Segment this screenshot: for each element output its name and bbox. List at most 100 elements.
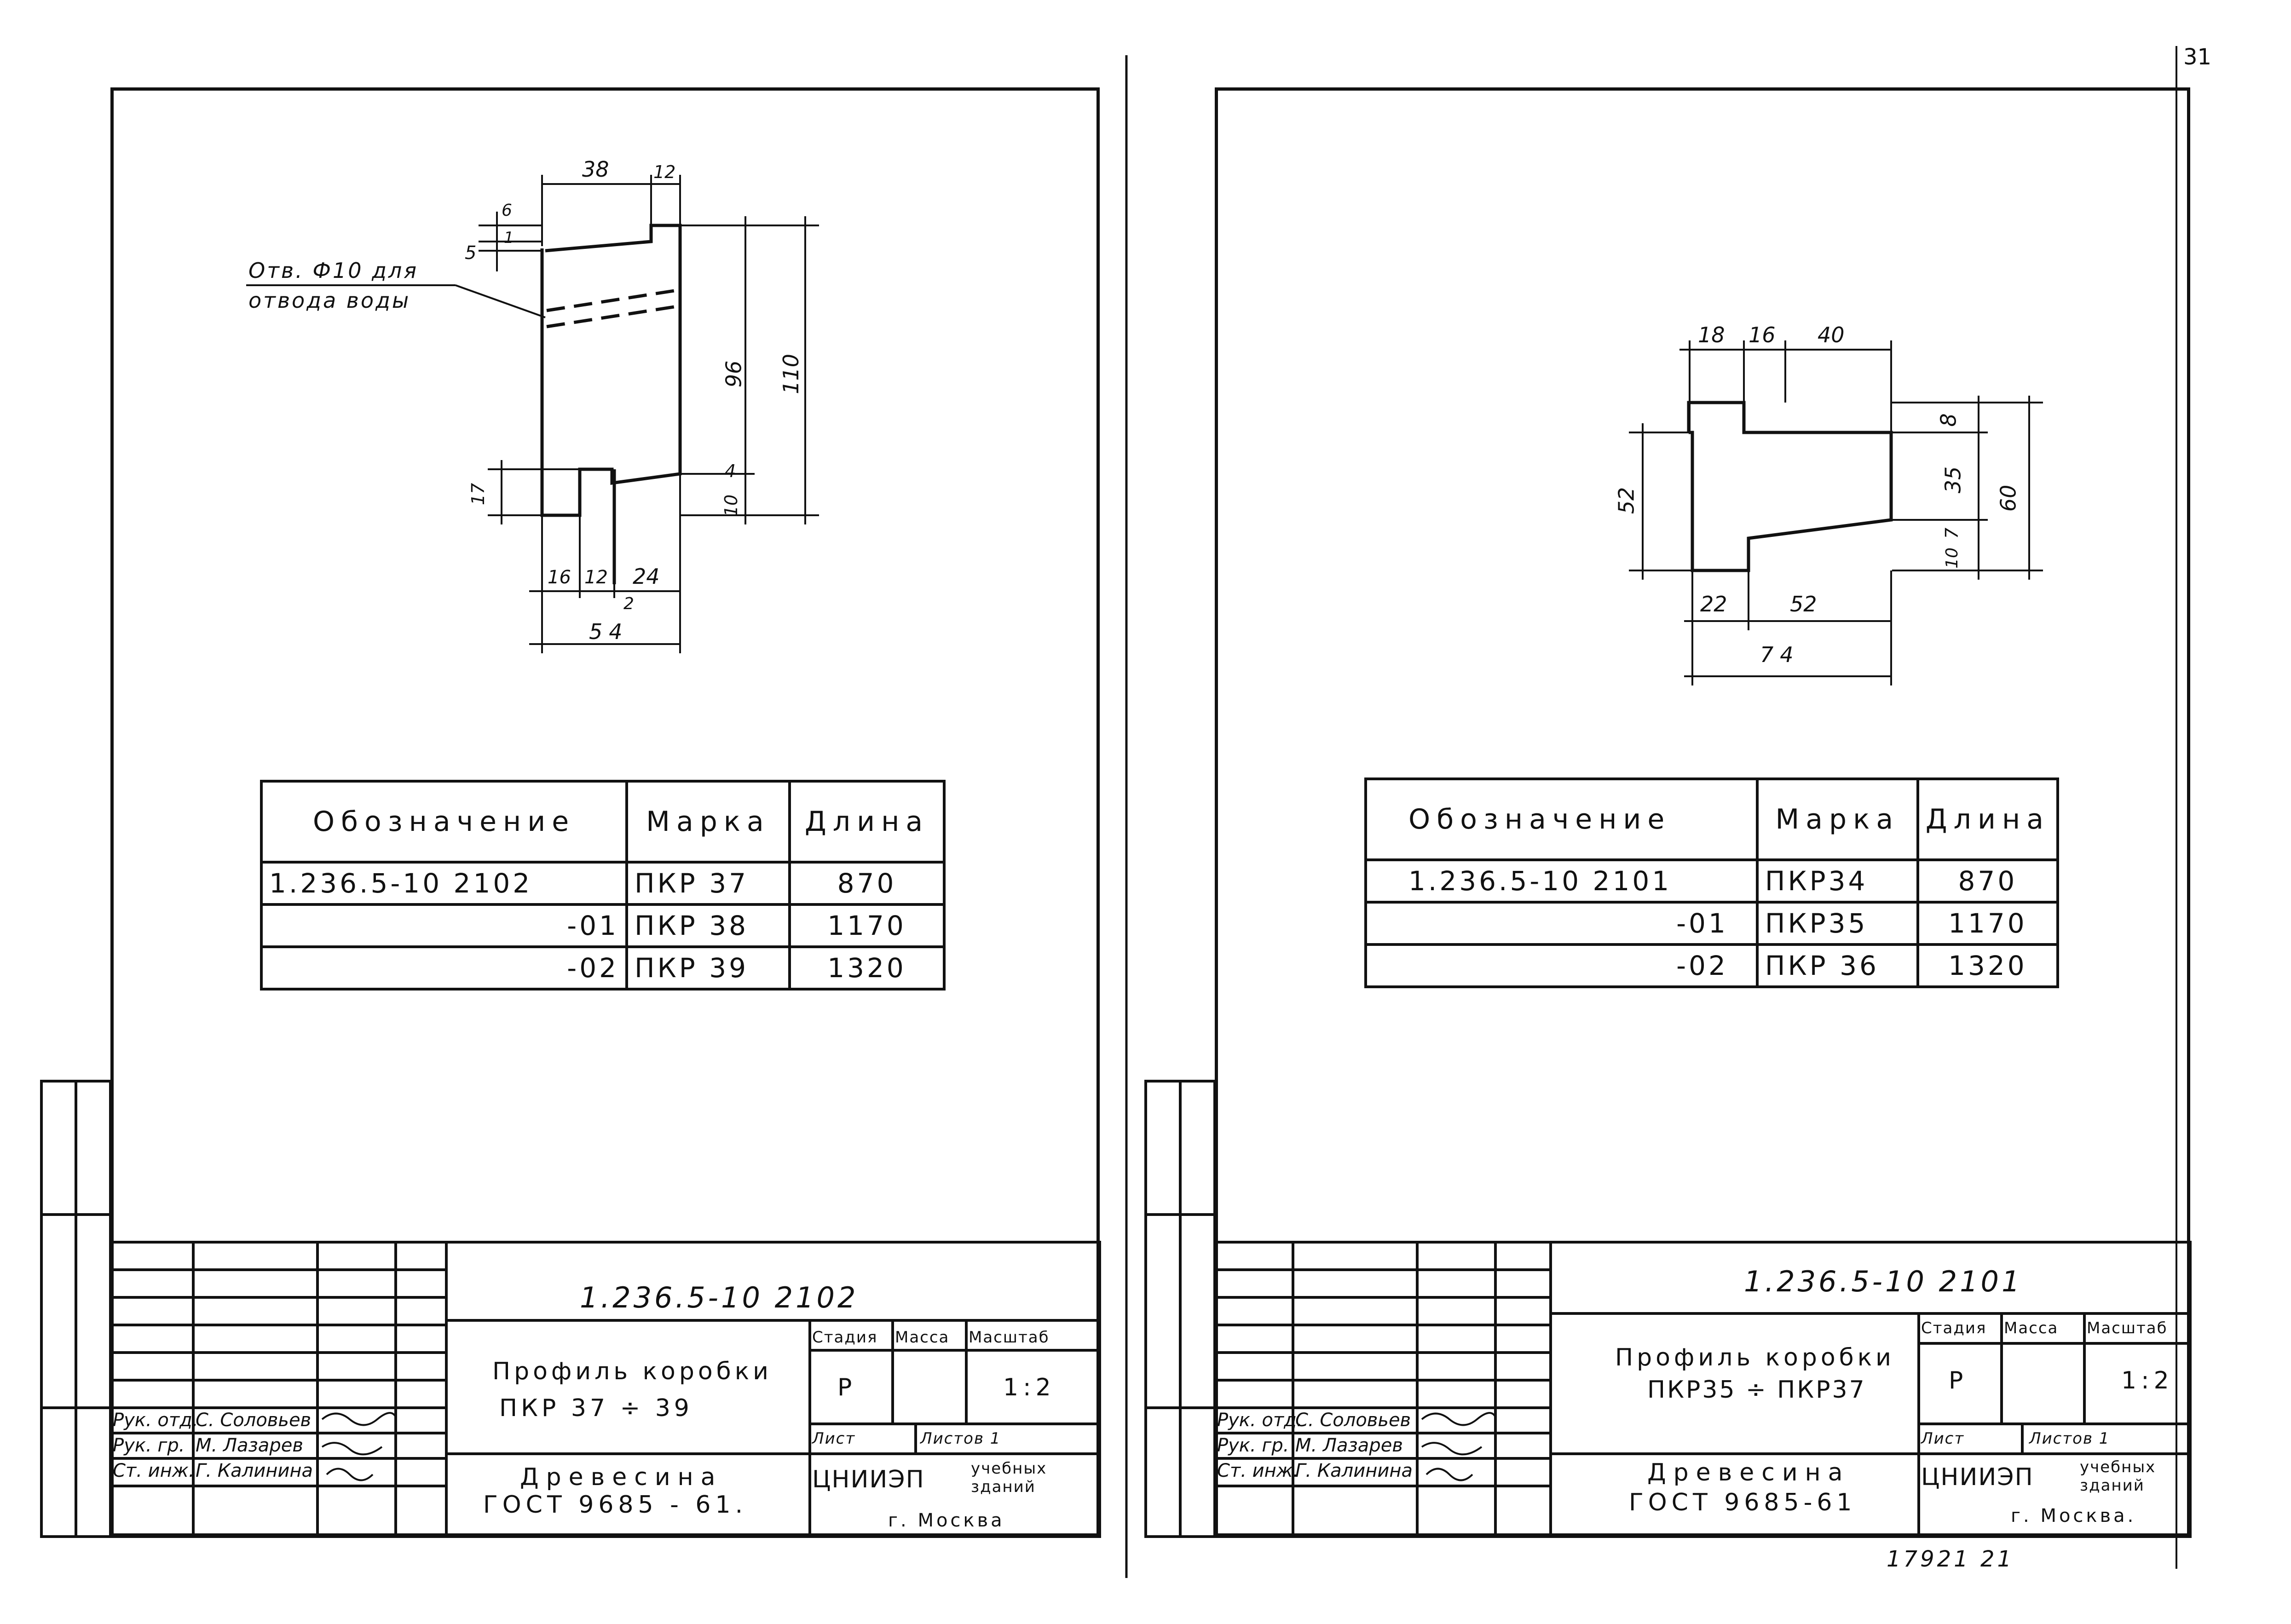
left-table-header-mark: Марка (625, 780, 791, 864)
left-name-2: М. Лазарев (196, 1435, 303, 1456)
right-row1-designation: 1.236.5-10 2101 (1364, 858, 1759, 904)
right-title-block-grid (1213, 1241, 2192, 1538)
left-title-line2: ПКР 37 ÷ 39 (499, 1394, 693, 1422)
left-name-3: Г. Калинина (196, 1460, 313, 1481)
left-row2-mark: ПКР 38 (625, 903, 791, 948)
right-title-line2: ПКР35 ÷ ПКР37 (1647, 1376, 1866, 1404)
right-org-sub1: учебных (2080, 1458, 2156, 1476)
table-row: -02 ПКР 39 1320 (260, 945, 946, 991)
left-city: г. Москва (888, 1510, 1005, 1531)
right-dim-16: 16 (1749, 322, 1776, 347)
left-dim-96: 96 (721, 360, 746, 388)
right-sheet-label: Лист (1921, 1429, 1965, 1448)
left-sheets-label: Листов 1 (920, 1429, 1001, 1448)
right-table-header-length: Длина (1916, 777, 2060, 861)
right-name-3: Г. Калинина (1295, 1460, 1413, 1481)
left-note-line2: отвода воды (248, 288, 411, 313)
left-name-1: С. Соловьев (196, 1410, 312, 1431)
left-stage-value: Р (837, 1374, 857, 1401)
left-org-sub2: зданий (971, 1478, 1036, 1496)
left-row1-length: 870 (788, 861, 946, 906)
left-dimension-lines (246, 175, 819, 653)
left-org-sub1: учебных (971, 1459, 1047, 1478)
right-sheets-label: Листов 1 (2029, 1429, 2110, 1448)
right-row3-length: 1320 (1916, 943, 2060, 988)
table-row: 1.236.5-10 2101 ПКР34 870 (1364, 858, 2060, 904)
left-table-header-length: Длина (788, 780, 946, 864)
right-city: г. Москва. (2011, 1505, 2136, 1526)
left-dim-38: 38 (582, 157, 609, 182)
left-dim-24: 24 (633, 564, 660, 589)
left-material-line1: Древесина (520, 1463, 723, 1491)
left-row2-designation: -01 (260, 903, 628, 948)
left-scale-value: 1:2 (1003, 1374, 1056, 1401)
left-material-line2: ГОСТ 9685 - 61. (483, 1491, 748, 1519)
right-dim-40: 40 (1818, 322, 1845, 347)
left-dim-6: 6 (502, 201, 512, 220)
left-note-line1: Отв. Ф10 для (248, 258, 418, 283)
right-title-line1: Профиль коробки (1615, 1344, 1895, 1371)
right-dim-18: 18 (1698, 322, 1725, 347)
right-role-1: Рук. отд. (1217, 1410, 1303, 1431)
left-dim-17: 17 (468, 483, 489, 506)
left-row3-mark: ПКР 39 (625, 945, 791, 991)
right-stage-value: Р (1949, 1367, 1968, 1394)
footer-stamp: 17921 21 (1887, 1546, 2014, 1572)
left-sheet-frame (110, 87, 1100, 1537)
left-dim-54: 54 (589, 619, 629, 644)
right-scale-value: 1:2 (2121, 1367, 2174, 1394)
left-role-2: Рук. гр. (113, 1435, 185, 1456)
right-stage-label: Стадия (1921, 1319, 1987, 1337)
right-row2-designation: -01 (1364, 901, 1759, 946)
right-row1-mark: ПКР34 (1755, 858, 1919, 904)
right-org-sub2: зданий (2080, 1476, 2145, 1495)
right-spec-table: Обозначение Марка Длина 1.236.5-10 2101 … (1364, 777, 2060, 988)
right-org: ЦНИИЭП (1921, 1463, 2034, 1491)
left-dim-1: 1 (504, 229, 514, 247)
left-doc-code: 1.236.5-10 2102 (580, 1281, 859, 1314)
left-row2-length: 1170 (788, 903, 946, 948)
right-dim-8: 8 (1936, 413, 1961, 427)
right-dim-52-h: 52 (1790, 592, 1817, 616)
right-name-1: С. Соловьев (1295, 1410, 1411, 1431)
right-material-line2: ГОСТ 9685-61 (1629, 1489, 1857, 1516)
right-name-2: М. Лазарев (1295, 1435, 1403, 1456)
left-title-block-grid (109, 1241, 1101, 1538)
left-dim-12-bot: 12 (584, 567, 608, 588)
right-dim-7: 7 (1942, 527, 1962, 539)
left-scale-label: Масштаб (969, 1328, 1050, 1347)
right-dim-60: 60 (1996, 484, 2021, 512)
left-dim-10: 10 (721, 494, 742, 517)
right-dim-10: 10 (1942, 547, 1962, 569)
left-mass-label: Масса (895, 1328, 950, 1347)
right-role-2: Рук. гр. (1217, 1435, 1289, 1456)
left-dim-16: 16 (548, 567, 571, 588)
left-org: ЦНИИЭП (812, 1466, 925, 1493)
left-role-1: Рук. отд. (113, 1410, 198, 1431)
left-profile-shape (540, 224, 682, 584)
right-dim-35: 35 (1940, 466, 1966, 494)
right-row3-mark: ПКР 36 (1755, 943, 1919, 988)
right-row1-length: 870 (1916, 858, 2060, 904)
left-table-header-designation: Обозначение (260, 780, 628, 864)
right-table-header-mark: Марка (1755, 777, 1919, 861)
right-dim-52-v: 52 (1614, 487, 1639, 514)
left-dim-5: 5 (465, 242, 477, 264)
right-mass-label: Масса (2004, 1319, 2059, 1337)
left-dim-4: 4 (725, 461, 736, 481)
right-scale-label: Масштаб (2087, 1319, 2168, 1337)
table-row: -01 ПКР 38 1170 (260, 903, 946, 948)
left-spec-table: Обозначение Марка Длина 1.236.5-10 2102 … (260, 780, 946, 991)
signature-marks (321, 1412, 1496, 1481)
left-row1-designation: 1.236.5-10 2102 (260, 861, 628, 906)
left-row3-length: 1320 (788, 945, 946, 991)
left-row1-mark: ПКР 37 (625, 861, 791, 906)
right-material-line1: Древесина (1647, 1459, 1850, 1486)
right-role-3: Ст. инж. (1217, 1460, 1299, 1481)
right-dim-22: 22 (1700, 592, 1727, 616)
left-sheet-label: Лист (812, 1429, 856, 1448)
right-row2-mark: ПКР35 (1755, 901, 1919, 946)
left-row3-designation: -02 (260, 945, 628, 991)
right-profile-shape (1687, 401, 1893, 572)
